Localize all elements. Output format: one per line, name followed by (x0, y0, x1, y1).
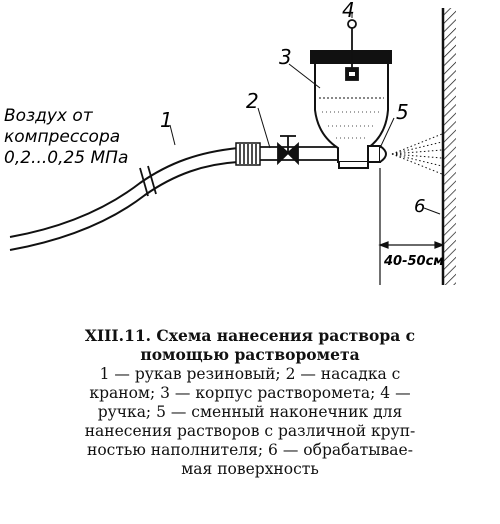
legend-line: ручка; 5 — сменный наконечник для (97, 403, 403, 421)
distance-label: 40-50см (383, 254, 444, 269)
handle (345, 19, 359, 81)
distance-dimension (378, 168, 445, 285)
mortar-sprayer-diagram: 4 3 2 1 5 6 Воздух от компрессора 0,2...… (4, 0, 456, 285)
spray-jet (391, 133, 443, 175)
legend-line: краном; 3 — корпус растворомета; 4 — (89, 384, 411, 402)
label-5: 5 (396, 100, 409, 124)
legend-line: ностью наполнителя; 6 — обрабатывае- (87, 441, 413, 459)
label-6: 6 (414, 196, 425, 217)
air-source-line3: 0,2...0,25 МПа (4, 148, 128, 168)
label-2: 2 (246, 89, 259, 113)
air-source-line1: Воздух от (4, 106, 94, 126)
label-4: 4 (342, 0, 355, 22)
wall-surface (441, 8, 456, 285)
label-3: 3 (279, 45, 292, 69)
caption-title-line1: XIII.11. Схема нанесения раствора с (84, 326, 416, 345)
leader-lines (169, 12, 441, 215)
caption-title-line2: помощью растворомета (140, 345, 360, 364)
replaceable-tip (367, 145, 387, 163)
rubber-hose (9, 147, 239, 251)
legend-line: 1 — рукав резиновый; 2 — насадка с (99, 365, 401, 383)
hose-break-mark (139, 165, 157, 197)
legend-line: нанесения растворов с различной круп- (84, 422, 416, 440)
legend-line: мая поверхность (181, 460, 319, 478)
air-source-line2: компрессора (4, 127, 120, 147)
nozzle-with-valve (260, 135, 338, 166)
figure-caption: XIII.11. Схема нанесения раствора с помо… (0, 326, 500, 479)
hose-coupling (235, 142, 261, 166)
label-1: 1 (160, 108, 173, 132)
